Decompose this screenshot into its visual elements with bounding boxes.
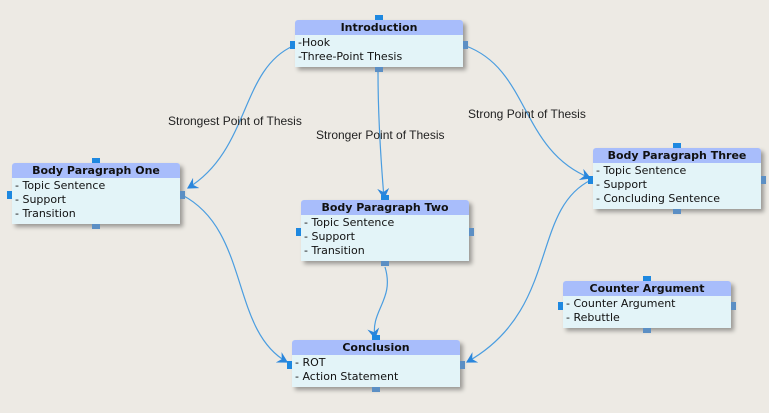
edge-bp1-conclusion[interactable] bbox=[181, 194, 289, 363]
port-bottom[interactable] bbox=[375, 67, 383, 72]
port-left[interactable] bbox=[296, 228, 301, 236]
node-item: - ROT bbox=[295, 356, 326, 369]
node-item: - Support bbox=[15, 193, 66, 206]
port-right[interactable] bbox=[460, 361, 465, 369]
port-bottom[interactable] bbox=[92, 224, 100, 229]
edge-label-strongest: Strongest Point of Thesis bbox=[168, 114, 302, 128]
port-top[interactable] bbox=[92, 158, 100, 163]
edge-intro-bp3[interactable] bbox=[465, 45, 592, 180]
node-title: Conclusion bbox=[292, 340, 460, 355]
node-conclusion[interactable]: Conclusion - ROT- Action Statement bbox=[287, 335, 465, 392]
node-item: - Rebuttle bbox=[566, 311, 620, 324]
edge-bp3-conclusion[interactable] bbox=[465, 179, 592, 363]
node-item: -Three-Point Thesis bbox=[298, 50, 403, 63]
port-left[interactable] bbox=[287, 361, 292, 369]
node-counter-argument[interactable]: Counter Argument - Counter Argument- Reb… bbox=[558, 276, 736, 333]
port-right[interactable] bbox=[180, 191, 185, 199]
port-bottom[interactable] bbox=[643, 328, 651, 333]
node-title: Body Paragraph Two bbox=[301, 200, 469, 215]
node-body-paragraph-one[interactable]: Body Paragraph One - Topic Sentence- Sup… bbox=[7, 158, 185, 229]
node-item: - Counter Argument bbox=[566, 297, 676, 310]
node-item: - Transition bbox=[304, 244, 365, 257]
port-right[interactable] bbox=[463, 41, 468, 49]
node-title: Body Paragraph One bbox=[12, 163, 180, 178]
node-title: Body Paragraph Three bbox=[593, 148, 761, 163]
node-body-paragraph-three[interactable]: Body Paragraph Three - Topic Sentence- S… bbox=[588, 143, 766, 214]
node-item: - Topic Sentence bbox=[596, 164, 687, 177]
port-top[interactable] bbox=[375, 15, 383, 20]
node-item: - Support bbox=[596, 178, 647, 191]
port-top[interactable] bbox=[673, 143, 681, 148]
node-item: - Topic Sentence bbox=[15, 179, 106, 192]
edge-label-strong: Strong Point of Thesis bbox=[468, 107, 586, 121]
node-item: - Action Statement bbox=[295, 370, 399, 383]
node-introduction[interactable]: Introduction -Hook-Three-Point Thesis bbox=[290, 15, 468, 72]
port-top[interactable] bbox=[372, 335, 380, 340]
node-item: - Support bbox=[304, 230, 355, 243]
port-bottom[interactable] bbox=[372, 387, 380, 392]
node-item: - Concluding Sentence bbox=[596, 192, 721, 205]
node-item: - Topic Sentence bbox=[304, 216, 395, 229]
port-bottom[interactable] bbox=[381, 261, 389, 266]
port-right[interactable] bbox=[731, 302, 736, 310]
port-top[interactable] bbox=[643, 276, 651, 281]
port-left[interactable] bbox=[290, 41, 295, 49]
node-item: -Hook bbox=[298, 36, 331, 49]
node-title: Counter Argument bbox=[563, 281, 731, 296]
node-body-paragraph-two[interactable]: Body Paragraph Two - Topic Sentence- Sup… bbox=[296, 195, 474, 266]
port-right[interactable] bbox=[761, 176, 766, 184]
edge-intro-bp2[interactable] bbox=[377, 71, 390, 200]
node-item: - Transition bbox=[15, 207, 76, 220]
port-right[interactable] bbox=[469, 228, 474, 236]
port-left[interactable] bbox=[558, 302, 563, 310]
node-title: Introduction bbox=[295, 20, 463, 35]
edge-label-stronger: Stronger Point of Thesis bbox=[316, 128, 445, 142]
port-left[interactable] bbox=[588, 176, 593, 184]
edge-intro-bp1[interactable] bbox=[186, 45, 294, 189]
port-top[interactable] bbox=[381, 195, 389, 200]
port-left[interactable] bbox=[7, 191, 12, 199]
port-bottom[interactable] bbox=[673, 209, 681, 214]
edge-bp2-conclusion[interactable] bbox=[367, 266, 388, 340]
